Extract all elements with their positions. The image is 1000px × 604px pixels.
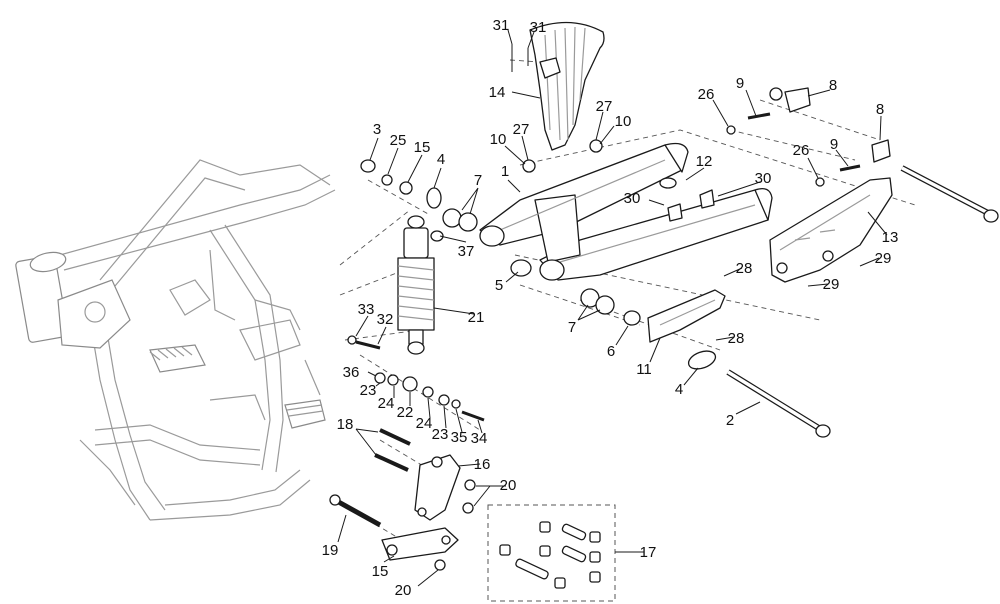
part-callout-19: 19 <box>322 542 339 559</box>
part-callout-15: 15 <box>414 139 431 156</box>
rear-shock-absorber <box>397 215 435 355</box>
part-callout-13: 13 <box>882 229 899 246</box>
part-callout-14: 14 <box>489 84 506 101</box>
part-callout-26: 26 <box>793 142 810 159</box>
part-callout-9: 9 <box>830 136 838 153</box>
rear-mudguard <box>511 21 605 151</box>
part-callout-7: 7 <box>568 319 576 336</box>
part-callout-31: 31 <box>493 17 510 34</box>
part-callout-25: 25 <box>390 132 407 149</box>
part-callout-37: 37 <box>458 243 475 260</box>
part-callout-1: 1 <box>501 163 509 180</box>
part-callout-20: 20 <box>395 582 412 599</box>
part-callout-34: 34 <box>471 430 488 447</box>
part-callout-36: 36 <box>343 364 360 381</box>
part-callout-33: 33 <box>358 301 375 318</box>
part-callout-16: 16 <box>474 456 491 473</box>
part-callout-29: 29 <box>875 250 892 267</box>
swingarm <box>479 142 773 281</box>
part-callout-2: 2 <box>726 412 734 429</box>
part-callout-5: 5 <box>495 277 503 294</box>
part-callout-21: 21 <box>468 309 485 326</box>
part-callout-10: 10 <box>490 131 507 148</box>
part-callout-20: 20 <box>500 477 517 494</box>
part-callout-12: 12 <box>696 153 713 170</box>
part-callout-28: 28 <box>728 330 745 347</box>
part-callout-27: 27 <box>513 121 530 138</box>
bearing-kit-box <box>487 504 616 602</box>
part-callout-23: 23 <box>432 426 449 443</box>
part-callout-24: 24 <box>378 395 395 412</box>
part-callout-32: 32 <box>377 311 394 328</box>
part-callout-10: 10 <box>615 113 632 130</box>
part-callout-3: 3 <box>373 121 381 138</box>
part-callout-7: 7 <box>474 172 482 189</box>
motorcycle-frame <box>15 159 336 521</box>
part-callout-15: 15 <box>372 563 389 580</box>
part-callout-22: 22 <box>397 404 414 421</box>
part-callout-4: 4 <box>437 151 445 168</box>
part-callout-26: 26 <box>698 86 715 103</box>
part-callout-35: 35 <box>451 429 468 446</box>
part-callout-24: 24 <box>416 415 433 432</box>
chain-slider <box>360 139 726 370</box>
part-callout-28: 28 <box>736 260 753 277</box>
part-callout-17: 17 <box>640 544 657 561</box>
part-callout-30: 30 <box>624 190 641 207</box>
part-callout-29: 29 <box>823 276 840 293</box>
part-callout-9: 9 <box>736 75 744 92</box>
suspension-links <box>381 454 476 571</box>
assembly-lines <box>339 59 916 546</box>
part-callout-27: 27 <box>596 98 613 115</box>
part-callout-23: 23 <box>360 382 377 399</box>
part-callout-18: 18 <box>337 416 354 433</box>
leader-lines <box>337 29 888 587</box>
part-callout-30: 30 <box>755 170 772 187</box>
part-callout-8: 8 <box>829 77 837 94</box>
part-callout-8: 8 <box>876 101 884 118</box>
part-callout-11: 11 <box>636 361 652 378</box>
part-callout-31: 31 <box>530 19 547 36</box>
part-callout-6: 6 <box>607 343 615 360</box>
rear-axles <box>726 87 999 438</box>
part-callout-4: 4 <box>675 381 683 398</box>
chain-guard <box>769 177 893 283</box>
